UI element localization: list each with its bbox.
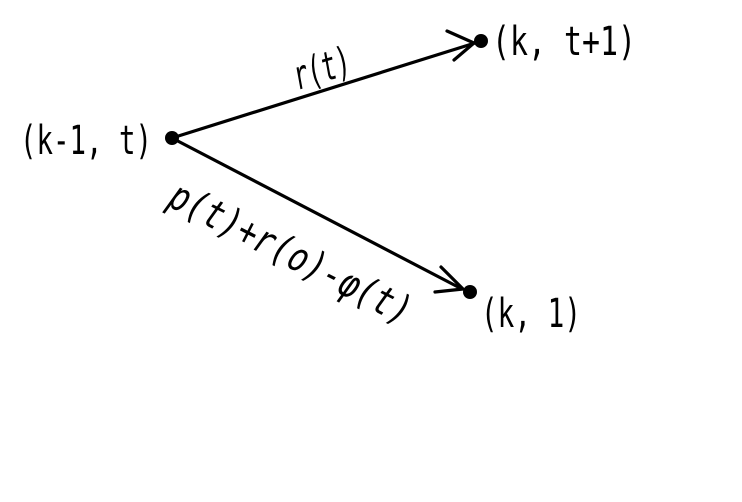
edge-to-upper-line — [171, 41, 476, 140]
node-lower-label: (k, 1) — [481, 291, 581, 337]
edge-upper-label: r(t) — [287, 39, 356, 100]
edge-to-lower — [171, 136, 465, 294]
node-upper-dot — [474, 34, 488, 48]
node-lower-dot — [463, 285, 477, 299]
edge-lower-label: p(t)+r(o)-φ(t) — [161, 173, 420, 335]
edge-to-lower-line — [171, 136, 463, 291]
edge-to-lower-arrowhead — [433, 265, 465, 294]
edge-to-upper — [171, 29, 476, 140]
node-source-label: (k-1, t) — [20, 118, 152, 164]
node-upper-label: (k, t+1) — [492, 19, 636, 65]
node-source-dot — [165, 131, 179, 145]
edge-to-upper-arrowhead — [445, 29, 476, 62]
